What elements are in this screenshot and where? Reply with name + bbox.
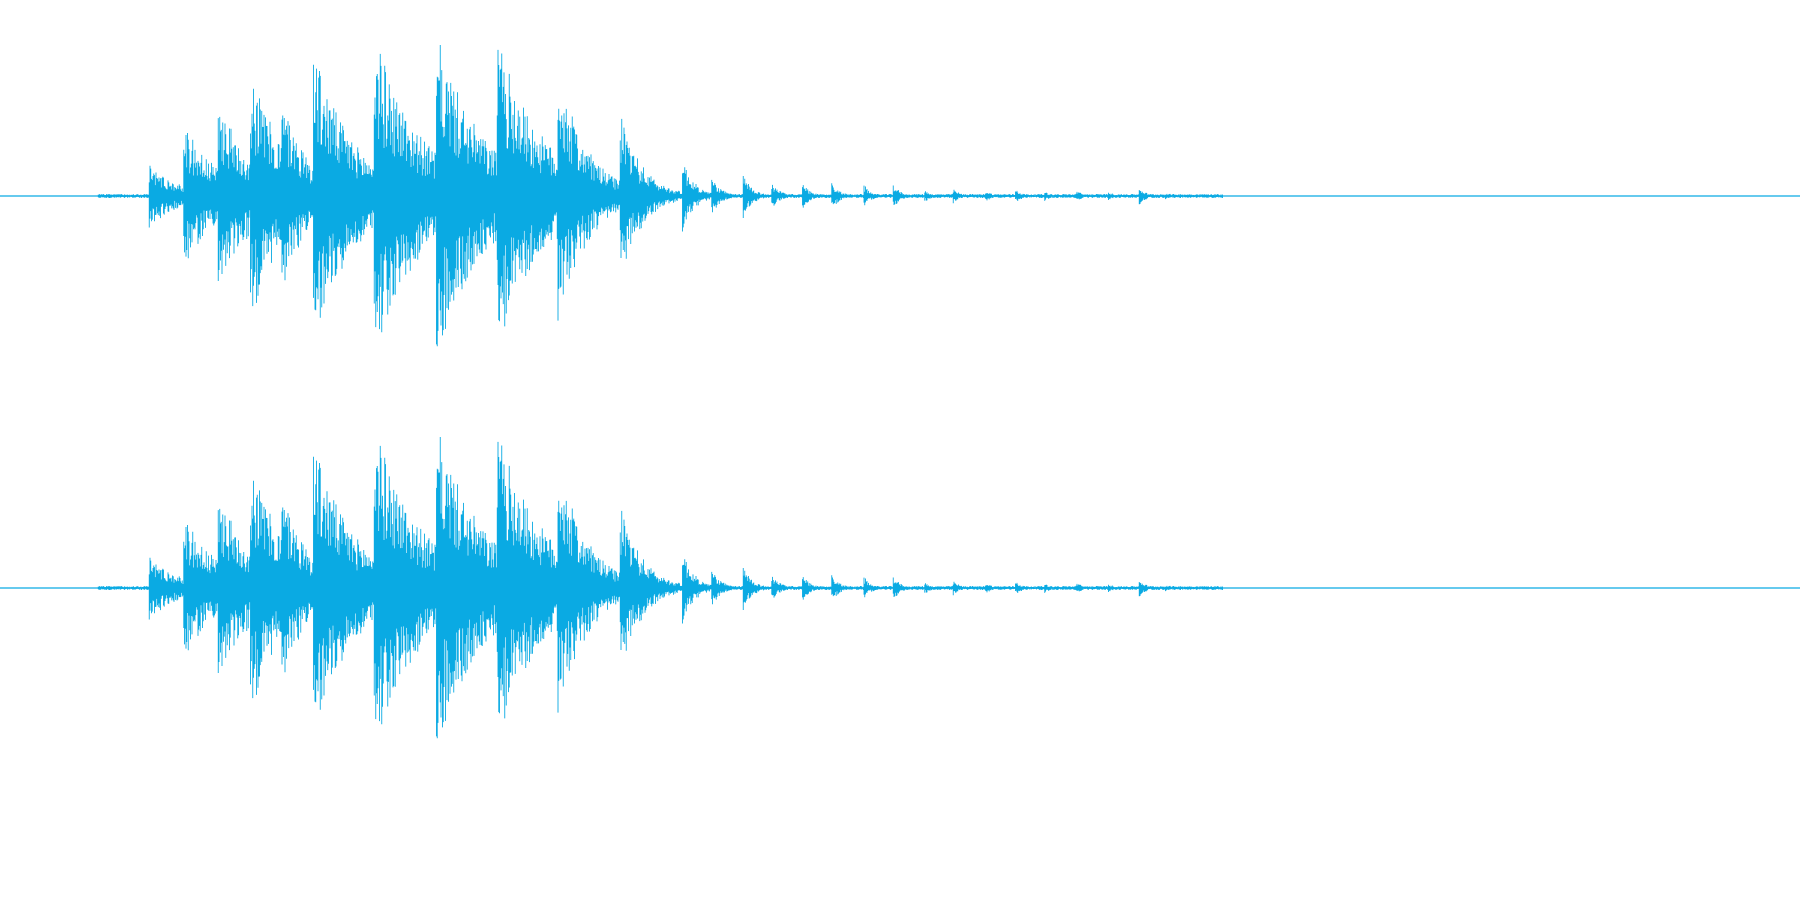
waveform-channel-right[interactable] [0,437,1800,739]
waveform-trace [97,45,1223,347]
waveform-trace [97,437,1223,739]
waveform-channel-left[interactable] [0,45,1800,347]
